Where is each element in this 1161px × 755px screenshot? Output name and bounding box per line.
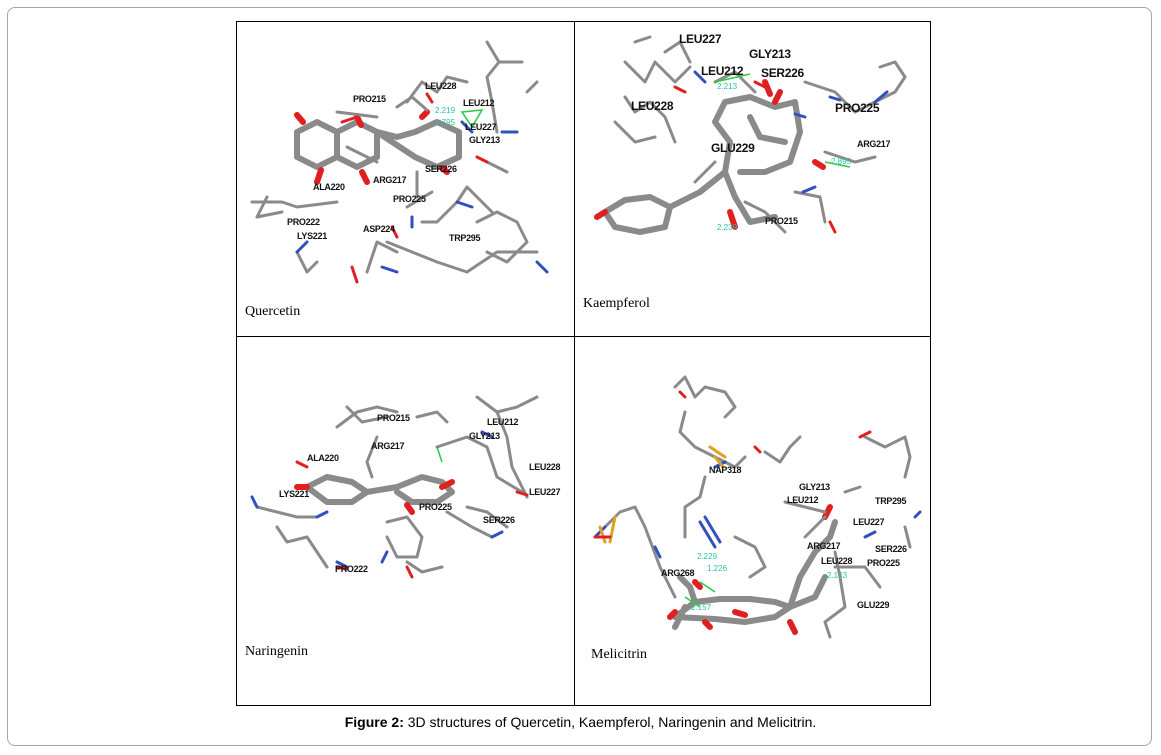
residue-label: LYS221: [297, 231, 327, 241]
residue-label: SER226: [483, 515, 515, 525]
distance-label: 2.239: [717, 223, 738, 232]
residue-label: LEU227: [465, 122, 497, 132]
panel-quercetin: PRO215 LEU228 LEU212 LEU227 GLY213 SER22…: [236, 21, 576, 338]
residue-label: PRO225: [393, 194, 426, 204]
panel-title: Quercetin: [245, 304, 301, 319]
panel-title: Kaempferol: [583, 296, 650, 311]
residue-label: SER226: [875, 544, 907, 554]
distance-label: 1.795: [435, 118, 456, 127]
naringenin-structure: [250, 395, 539, 579]
residue-label: LEU228: [529, 462, 561, 472]
panel-title: Melicitrin: [591, 647, 647, 662]
caption-label: Figure 2:: [344, 714, 404, 730]
residue-label: ARG217: [373, 175, 407, 185]
residue-label: PRO215: [765, 216, 798, 226]
residue-label: LEU227: [529, 487, 561, 497]
residue-label: PRO225: [867, 558, 900, 568]
figure-frame: [7, 7, 1152, 746]
residue-label: PRO225: [835, 101, 880, 115]
residue-label: ARG217: [807, 541, 841, 551]
distance-label: 1.226: [707, 564, 728, 573]
residue-label: LEU227: [853, 517, 885, 527]
residue-label: ALA220: [313, 182, 345, 192]
residue-label: PRO222: [335, 564, 368, 574]
residue-label: GLY213: [749, 47, 791, 61]
figure-caption: Figure 2: 3D structures of Quercetin, Ka…: [0, 714, 1161, 730]
panel-melicitrin: NAP318 GLY213 LEU212 TRP295 LEU227 ARG21…: [574, 336, 931, 706]
panel-naringenin: PRO215 LEU212 GLY213 ARG217 ALA220 LEU22…: [236, 336, 576, 706]
panel-kaempferol: LEU227 GLY213 LEU212 SER226 LEU228 PRO22…: [574, 21, 931, 338]
residue-label: GLY213: [469, 135, 500, 145]
residue-label: LEU212: [701, 64, 744, 78]
residue-label: GLY213: [469, 431, 500, 441]
residue-label: LYS221: [279, 489, 309, 499]
residue-label: ARG268: [661, 568, 695, 578]
caption-text: 3D structures of Quercetin, Kaempferol, …: [403, 714, 817, 730]
residue-label: PRO222: [287, 217, 320, 227]
quercetin-structure: [250, 40, 549, 284]
residue-label: PRO225: [419, 502, 452, 512]
residue-label: SER226: [425, 164, 457, 174]
melicitrin-structure: [593, 375, 922, 639]
residue-label: LEU212: [787, 495, 819, 505]
residue-label: TRP295: [449, 233, 481, 243]
residue-label: LEU228: [425, 81, 457, 91]
residue-label: NAP318: [709, 465, 742, 475]
residue-label: ARG217: [371, 441, 405, 451]
residue-label: ALA220: [307, 453, 339, 463]
residue-label: ASP224: [363, 224, 395, 234]
residue-label: LEU227: [679, 32, 722, 46]
residue-label: LEU212: [487, 417, 519, 427]
residue-label: PRO215: [353, 94, 386, 104]
distance-label: 2.229: [697, 552, 718, 561]
distance-label: 2.157: [691, 603, 712, 612]
residue-label: GLU229: [857, 600, 890, 610]
residue-label: GLY213: [799, 482, 830, 492]
panel-title: Naringenin: [245, 644, 308, 659]
residue-label: LEU228: [821, 556, 853, 566]
residue-label: PRO215: [377, 413, 410, 423]
kaempferol-structure: [594, 35, 907, 235]
distance-label: 2.213: [717, 82, 738, 91]
residue-label: GLU229: [711, 141, 755, 155]
distance-label: 2.219: [435, 106, 456, 115]
residue-label: SER226: [761, 66, 804, 80]
distance-label: 2.143: [827, 571, 848, 580]
residue-label: LEU228: [631, 99, 674, 113]
residue-label: LEU212: [463, 98, 495, 108]
distance-label: 2.895: [831, 157, 852, 166]
residue-label: TRP295: [875, 496, 907, 506]
residue-label: ARG217: [857, 139, 891, 149]
